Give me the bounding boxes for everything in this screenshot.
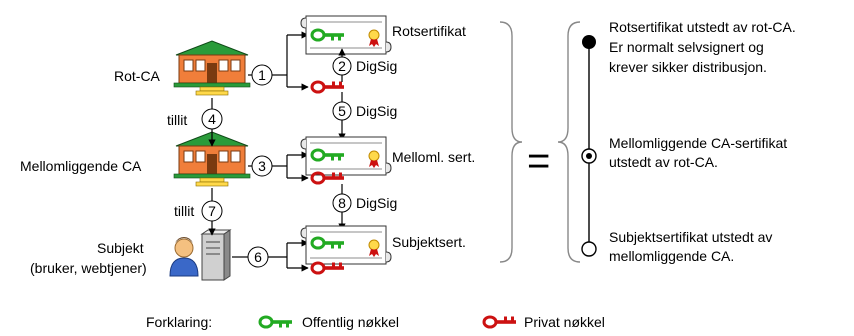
subject-certificate: Subjektsert. (300, 225, 466, 265)
chain-subject-text-1: Subjektsertifikat utstedt av (609, 229, 772, 245)
step-8-circle (332, 193, 352, 213)
user-person-icon (169, 236, 199, 277)
chain-node-intermediate-dot (586, 153, 592, 159)
root-ca-label: Rot-CA (114, 68, 161, 84)
trust-label-upper: tillit (167, 112, 187, 128)
root-private-key-icon (310, 80, 346, 94)
right-curly-brace (499, 21, 523, 263)
step-4-circle (201, 108, 223, 130)
chain-root-text-2: Er normalt selvsignert og (609, 39, 764, 55)
root-certificate: Rotsertifikat (300, 15, 466, 55)
digsig-label-8: DigSig (356, 195, 397, 211)
subject-key-generation: 6 (232, 239, 309, 272)
step-5-number: 5 (338, 103, 346, 119)
legend-public-key-icon (258, 315, 294, 329)
equals-sign: = (527, 139, 550, 183)
chain-root-text-3: krever sikker distribusjon. (609, 59, 767, 75)
chain-node-root (582, 35, 596, 49)
subject-sublabel: (bruker, webtjener) (30, 260, 147, 276)
step-5-circle (332, 101, 352, 121)
chain-subject-text-2: mellomliggende CA. (609, 248, 734, 264)
chain-intermediate-text-2: utstedt av rot-CA. (609, 154, 718, 170)
subject-label: Subjekt (97, 240, 144, 256)
step-7-number: 7 (208, 203, 216, 219)
trust-label-lower: tillit (174, 203, 194, 219)
step-4-number: 4 (208, 111, 216, 127)
certificate-scroll-icon (300, 136, 392, 176)
legend-title: Forklaring: (146, 314, 212, 330)
step-1-number: 1 (258, 67, 266, 83)
intermediate-key-generation: 3 (248, 151, 309, 182)
chain-root-text-1: Rotsertifikat utstedt av rot-CA. (609, 19, 796, 35)
left-curly-brace (557, 21, 581, 263)
chain-node-subject (581, 241, 597, 257)
root-certificate-label: Rotsertifikat (392, 23, 466, 39)
digsig-label-5: DigSig (356, 103, 397, 119)
web-server-icon (201, 229, 231, 281)
legend: Forklaring: Offentlig nøkkel Privat nøkk… (146, 314, 605, 330)
intermediate-certificate: Melloml. sert. (300, 136, 475, 176)
step-2-circle (332, 56, 352, 76)
step-2-number: 2 (338, 58, 346, 74)
step-7-circle (201, 200, 223, 222)
step-8-number: 8 (338, 195, 346, 211)
certificate-scroll-icon (300, 225, 392, 265)
legend-private-key-label: Privat nøkkel (524, 314, 605, 330)
chain-intermediate-text-1: Mellomliggende CA-sertifikat (609, 135, 787, 151)
subject-certificate-label: Subjektsert. (392, 234, 466, 250)
subject: Subjekt (bruker, webtjener) (30, 229, 231, 281)
legend-public-key-label: Offentlig nøkkel (302, 314, 399, 330)
intermediate-ca-label: Mellomliggende CA (20, 158, 142, 174)
intermediate-ca: Mellomliggende CA (20, 131, 251, 187)
certificate-scroll-icon (300, 15, 392, 55)
digsig-label-2: DigSig (356, 58, 397, 74)
root-ca: Rot-CA (114, 40, 251, 96)
root-key-generation: 1 (248, 31, 309, 91)
step-3-number: 3 (258, 158, 266, 174)
root-ca-building-icon (173, 40, 251, 96)
intermediate-certificate-label: Melloml. sert. (392, 149, 475, 165)
step-6-number: 6 (254, 249, 262, 265)
legend-private-key-icon (482, 315, 518, 329)
